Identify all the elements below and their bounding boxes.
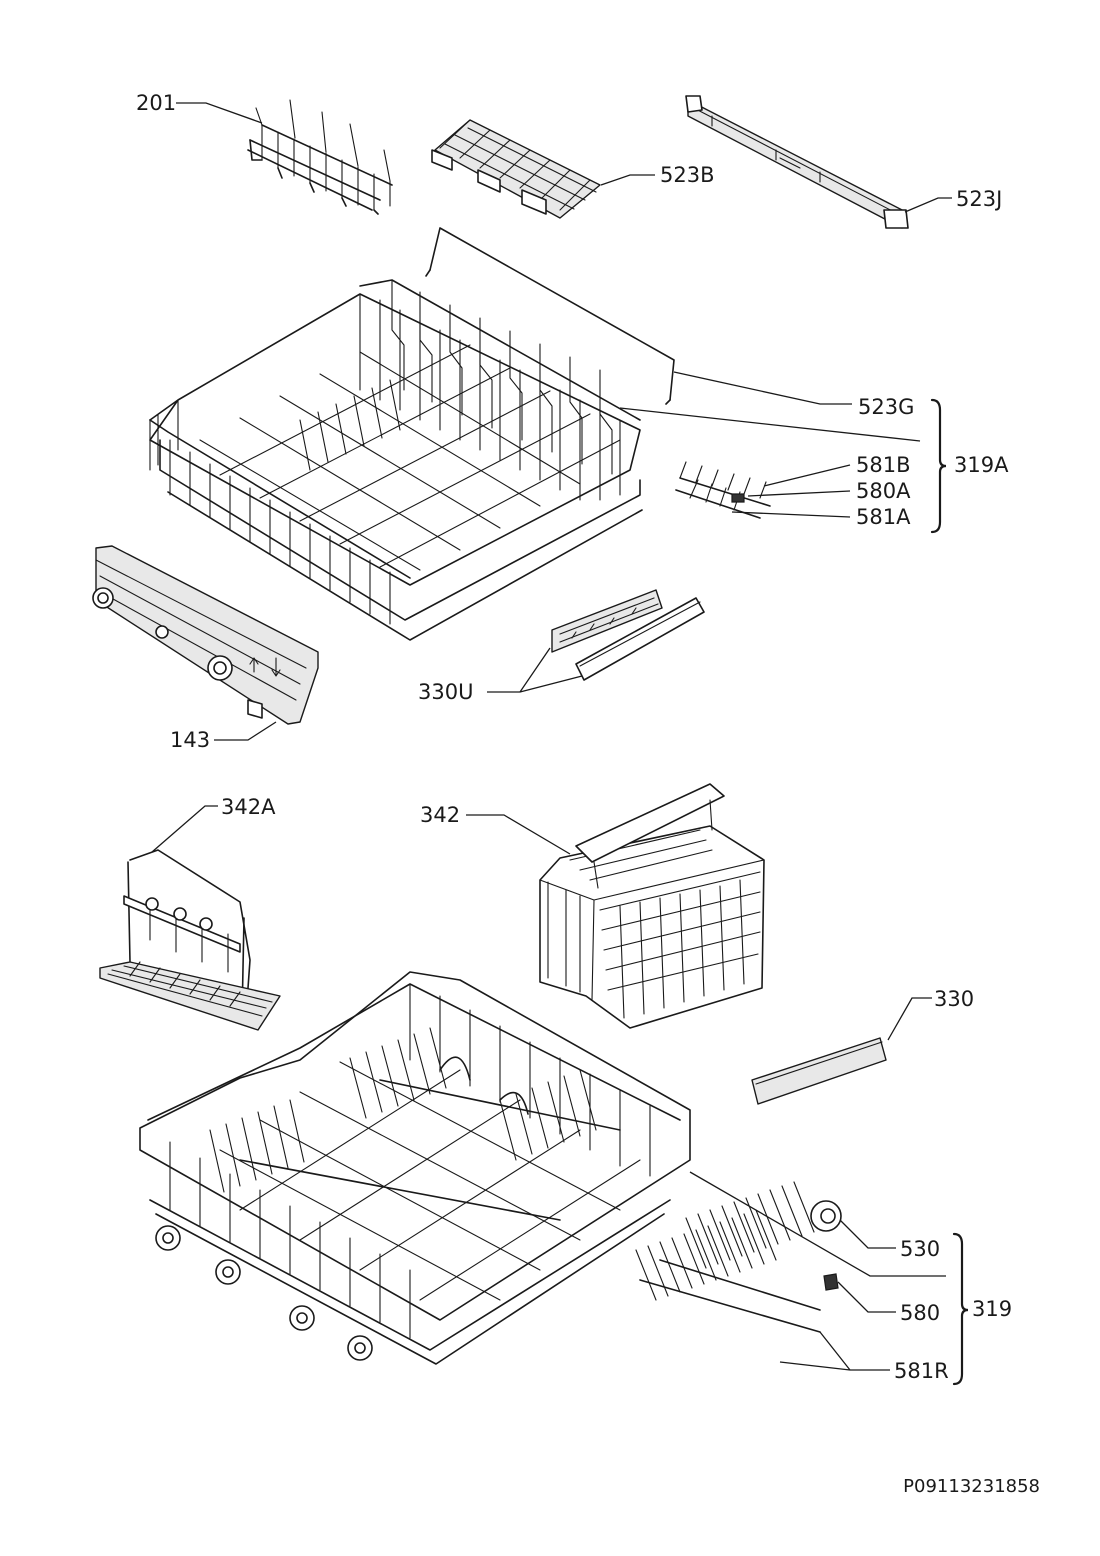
part-523g-handle-drawing — [425, 227, 675, 405]
label-523j: 523J — [956, 187, 1002, 211]
part-319-lower-basket-drawing — [139, 971, 691, 1365]
label-523g: 523G — [858, 395, 914, 419]
group-bracket-319 — [952, 1232, 969, 1386]
label-143: 143 — [170, 728, 210, 752]
label-581a: 581A — [856, 505, 911, 529]
label-342: 342 — [420, 803, 460, 827]
part-530-wheel-drawing — [810, 1200, 842, 1232]
reference-number: P09113231858 — [903, 1476, 1040, 1497]
label-530: 530 — [900, 1237, 940, 1261]
part-342-cutlery-basket-drawing — [539, 783, 765, 1029]
part-319a-upper-basket-drawing — [149, 279, 643, 641]
label-330u: 330U — [418, 680, 473, 704]
part-143-adjuster-drawing — [92, 545, 319, 725]
part-330-cover-drawing — [751, 1037, 887, 1105]
group-bracket-319a — [930, 398, 947, 534]
label-581b: 581B — [856, 453, 911, 477]
part-523b-insert-drawing — [431, 119, 601, 219]
leader-lines — [151, 102, 952, 1371]
part-523j-rail-drawing — [685, 95, 909, 229]
label-330: 330 — [934, 987, 974, 1011]
label-201: 201 — [136, 91, 176, 115]
part-342a-holder-drawing — [99, 849, 281, 1031]
label-319: 319 — [972, 1297, 1012, 1321]
label-342a: 342A — [221, 795, 276, 819]
label-581r: 581R — [894, 1359, 949, 1383]
part-330u-handle-drawing — [551, 589, 705, 681]
part-581-tine-set-drawing — [675, 461, 771, 519]
label-580: 580 — [900, 1301, 940, 1325]
part-201-tine-rack-drawing — [247, 99, 393, 215]
part-581r-tine-rows-drawing — [635, 1181, 821, 1333]
part-580-clip-drawing — [823, 1273, 839, 1291]
label-319a: 319A — [954, 453, 1009, 477]
label-523b: 523B — [660, 163, 715, 187]
label-580a: 580A — [856, 479, 911, 503]
